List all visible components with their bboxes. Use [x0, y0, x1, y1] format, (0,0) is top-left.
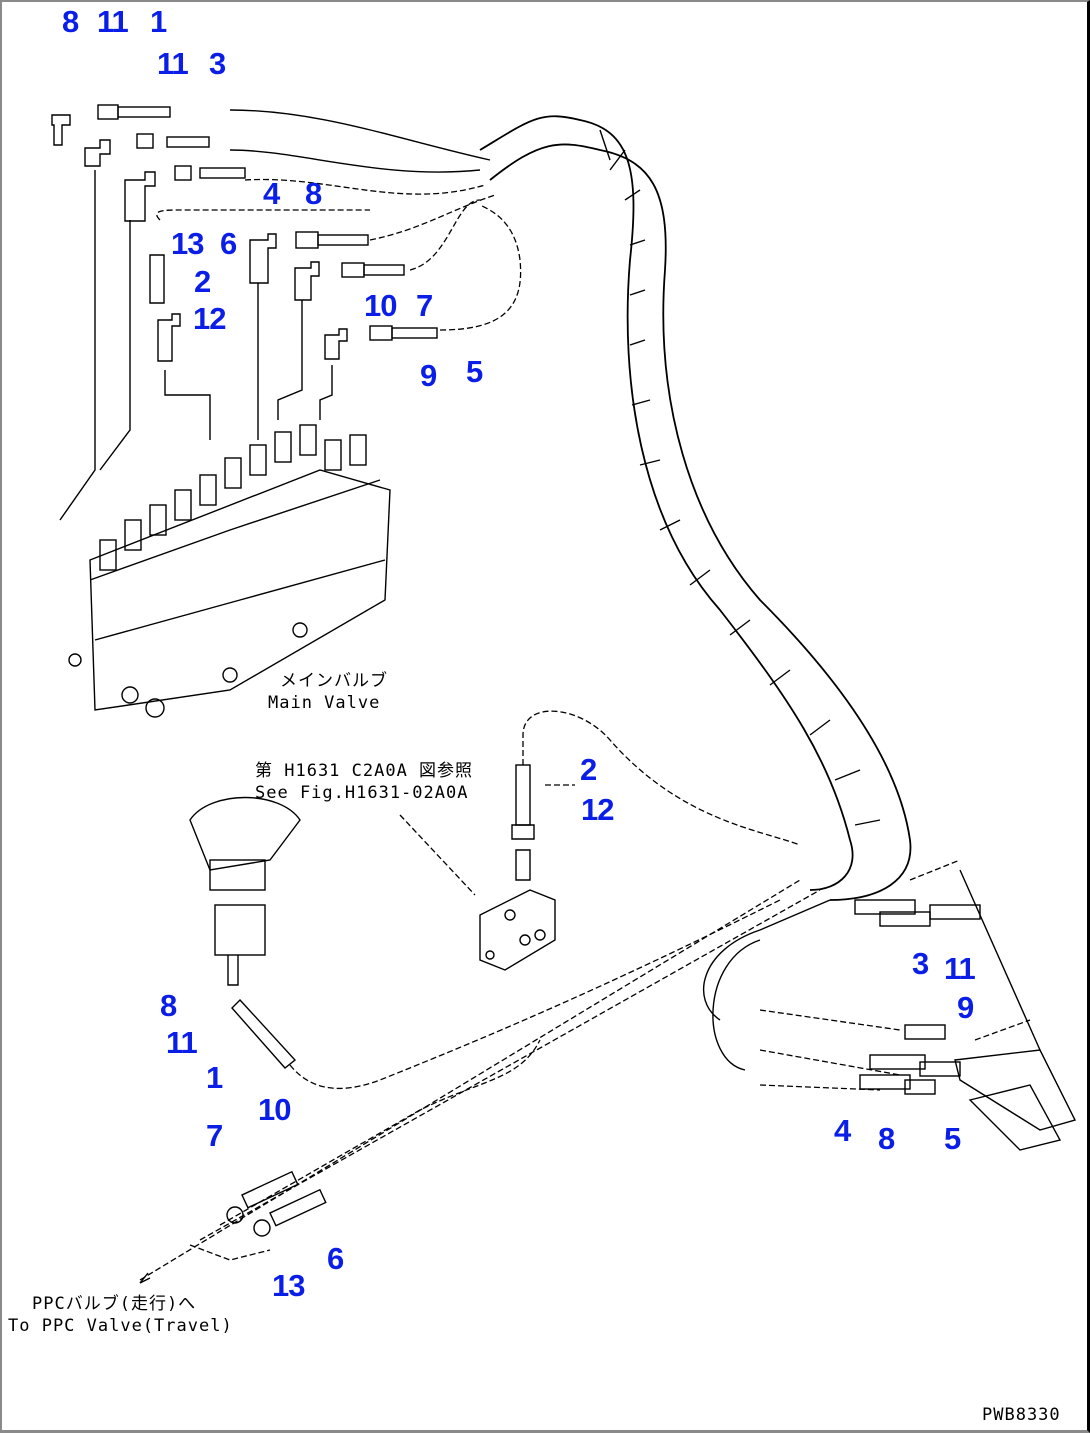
callout-part-12: 12: [581, 792, 614, 827]
callout-part-11: 11: [944, 951, 976, 986]
callout-part-8: 8: [160, 988, 177, 1023]
callout-part-6: 6: [327, 1241, 344, 1276]
main-valve: [68, 424, 391, 718]
callout-part-3: 3: [209, 46, 226, 81]
fitting-group-right: [703, 859, 1077, 1151]
callout-part-9: 9: [957, 990, 974, 1025]
callout-part-8: 8: [305, 176, 322, 211]
callout-part-4: 4: [834, 1113, 851, 1148]
to-ppc-valve-note: PPCバルブ(走行)へ To PPC Valve(Travel): [8, 1293, 233, 1337]
pilot-block: [399, 710, 801, 971]
callout-part-11: 11: [166, 1025, 198, 1060]
callout-part-8: 8: [878, 1121, 895, 1156]
callout-part-2: 2: [580, 752, 597, 787]
callout-part-12: 12: [193, 301, 226, 336]
fitting-group-top-left: [51, 104, 438, 362]
to-ppc-valve-note-en: To PPC Valve(Travel): [8, 1316, 233, 1336]
main-valve-label-en: Main Valve: [268, 693, 381, 713]
callout-part-10: 10: [364, 288, 397, 323]
pilot-tubes: [59, 170, 333, 521]
callout-part-1: 1: [150, 4, 167, 39]
callout-part-7: 7: [416, 288, 433, 323]
callout-part-5: 5: [944, 1121, 961, 1156]
main-valve-label-jp: メインバルブ: [280, 671, 388, 691]
hose-bundle: [156, 109, 912, 901]
see-figure-note: 第 H1631 C2A0A 図参照 See Fig.H1631-02A0A: [255, 760, 473, 804]
callout-part-1: 1: [206, 1060, 223, 1095]
callout-part-13: 13: [171, 226, 204, 261]
travel-lever: [139, 796, 821, 1284]
callout-part-4: 4: [263, 176, 280, 211]
see-figure-note-en: See Fig.H1631-02A0A: [255, 783, 469, 803]
callout-part-9: 9: [420, 358, 437, 393]
callout-part-5: 5: [466, 354, 483, 389]
callout-part-13: 13: [272, 1268, 305, 1303]
drawing-code: PWB8330: [982, 1405, 1061, 1425]
main-valve-label: メインバルブ Main Valve: [268, 670, 388, 714]
to-ppc-valve-note-jp: PPCバルブ(走行)へ: [32, 1294, 197, 1314]
callout-part-11: 11: [157, 46, 189, 81]
callout-part-7: 10: [258, 1092, 291, 1127]
callout-part-8: 8: [62, 4, 79, 39]
callout-part-11: 11: [97, 4, 129, 39]
callout-part-6: 6: [220, 226, 237, 261]
callout-part-2: 2: [194, 264, 211, 299]
callout-part-10: 7: [206, 1118, 223, 1153]
fitting-group-bottom-left: [189, 1170, 327, 1261]
callout-part-3: 3: [912, 946, 929, 981]
see-figure-note-jp: 第 H1631 C2A0A 図参照: [255, 761, 474, 781]
